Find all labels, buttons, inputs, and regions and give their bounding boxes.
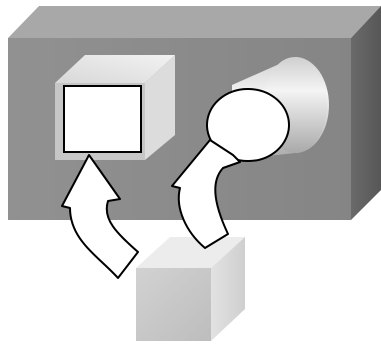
square-prism-right — [145, 55, 175, 160]
block-top-face — [8, 6, 381, 38]
small-cube-front — [136, 268, 211, 341]
square-prism-top — [55, 55, 175, 83]
block-right-face — [351, 6, 381, 220]
square-hole-group — [55, 55, 175, 160]
small-cube-top — [136, 237, 245, 268]
arrow-to-round-hole — [171, 139, 241, 249]
arrow-to-square-hole — [61, 154, 139, 279]
small-cube-right — [211, 237, 245, 341]
round-hole-group — [206, 57, 329, 162]
small-cube — [136, 237, 245, 341]
square-hole — [63, 85, 142, 153]
round-hole — [206, 88, 290, 162]
